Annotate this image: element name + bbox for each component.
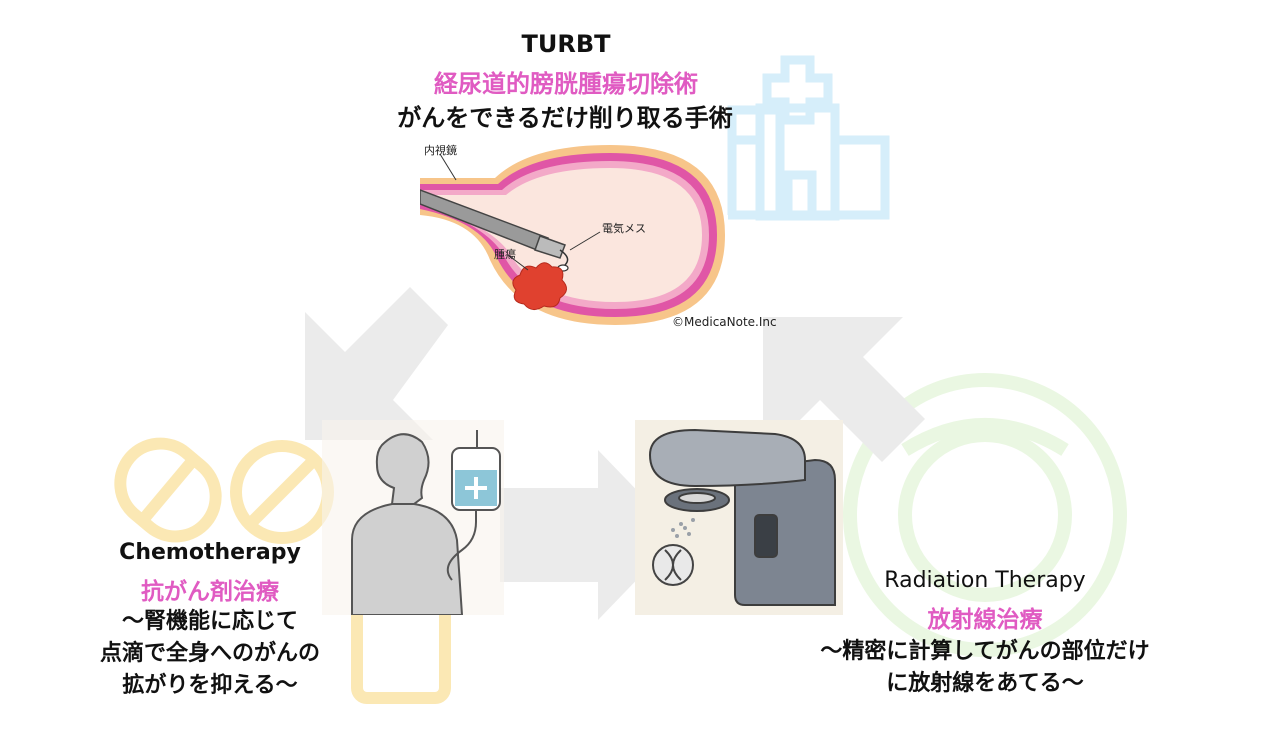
radiation-description-line: に放射線をあてる～ bbox=[886, 671, 1084, 696]
chemotherapy-illustration bbox=[322, 420, 504, 615]
turbt-illustration: 内視鏡 電気メス 腫瘍 ©MedicaNote.Inc bbox=[420, 143, 777, 329]
chemotherapy-description-line: ～腎機能に応じて bbox=[121, 609, 298, 634]
iv-drip-icon bbox=[446, 430, 501, 581]
hospital-icon bbox=[727, 55, 890, 221]
label-electric-scalpel: 電気メス bbox=[602, 221, 646, 235]
chemotherapy-description-line: 点滴で全身へのがんの bbox=[99, 641, 320, 666]
tumor bbox=[512, 262, 567, 310]
arrow-radiation-to-turbt bbox=[763, 317, 925, 462]
radiation-title: Radiation Therapy bbox=[884, 568, 1086, 593]
label-endoscope: 内視鏡 bbox=[424, 143, 457, 157]
chemotherapy-title: Chemotherapy bbox=[119, 540, 301, 565]
radiation-beam bbox=[671, 518, 695, 538]
turbt-title: TURBT bbox=[521, 30, 611, 58]
arrow-turbt-to-chemo bbox=[305, 287, 448, 440]
radiation-japanese-name: 放射線治療 bbox=[927, 607, 1043, 633]
endoscope bbox=[420, 189, 569, 272]
chemotherapy-japanese-name: 抗がん剤治療 bbox=[141, 579, 279, 605]
pill-icon bbox=[114, 437, 334, 544]
copyright: ©MedicaNote.Inc bbox=[672, 315, 777, 329]
turbt-description: がんをできるだけ削り取る手術 bbox=[397, 104, 733, 132]
target-icon bbox=[843, 373, 1127, 657]
radiation-description-line: ～精密に計算してがんの部位だけ bbox=[820, 639, 1150, 664]
radiation-illustration bbox=[635, 420, 843, 615]
linac-icon bbox=[648, 428, 836, 606]
patient-silhouette bbox=[351, 433, 464, 615]
chemotherapy-description-line: 拡がりを抑える～ bbox=[122, 673, 298, 698]
dna-icon bbox=[652, 544, 694, 586]
turbt-japanese-name: 経尿道的膀胱腫瘍切除術 bbox=[434, 70, 698, 98]
label-tumor: 腫瘍 bbox=[494, 247, 516, 261]
